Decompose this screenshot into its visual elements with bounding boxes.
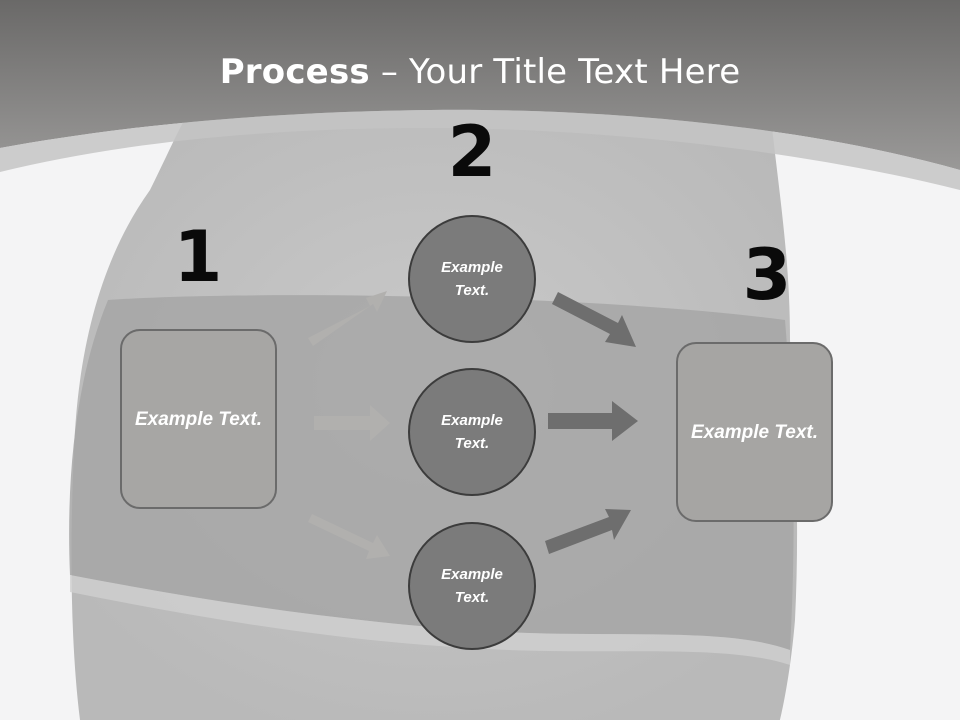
circle-text: Example Text. [441,412,503,452]
arrow-middle-to-right [548,401,638,441]
step-2-circle-bottom: Example Text. [408,522,536,650]
title-bold: Process [219,52,370,92]
step-1-box: Example Text. [120,329,277,509]
step-2-circle-middle: Example Text. [408,368,536,496]
step-number-3: 3 [742,234,792,316]
step-3-box: Example Text. [676,342,833,522]
header-band-highlight [0,109,960,190]
arrows-in [308,291,390,559]
step-3-box-text: Example Text. [690,421,819,443]
title-rest: – Your Title Text Here [369,52,741,92]
circle-text: Example Text. [441,259,503,299]
arrow-left-to-bottom [308,514,390,559]
step-number-2: 2 [447,111,497,193]
photo-lace-edge [70,575,790,665]
step-2-circle-top: Example Text. [408,215,536,343]
arrow-top-to-right [552,292,636,347]
arrows-out [545,292,638,554]
arrow-left-to-top [308,291,387,346]
step-number-1: 1 [173,216,223,298]
circle-text: Example Text. [441,566,503,606]
slide-title: Process – Your Title Text Here [0,52,960,92]
header-band [0,0,960,170]
arrow-left-to-middle [314,405,390,441]
step-1-box-text: Example Text. [134,408,263,430]
arrow-bottom-to-right [545,509,631,554]
